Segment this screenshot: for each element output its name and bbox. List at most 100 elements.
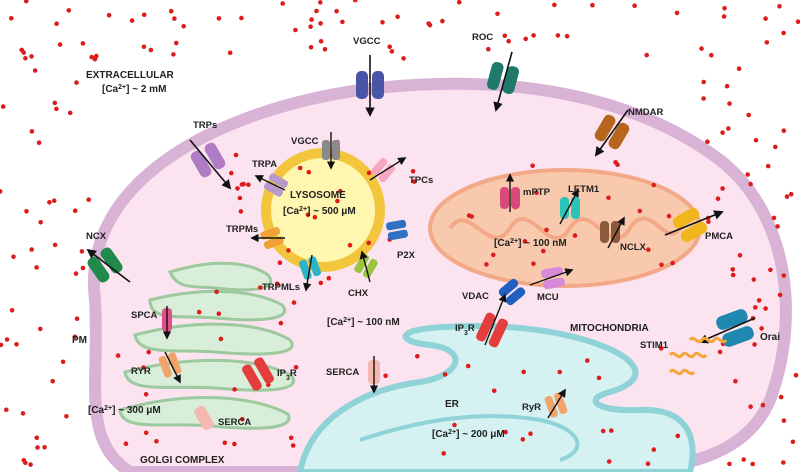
trpa-label: TRPA bbox=[252, 159, 277, 170]
er-lumen-fold bbox=[359, 414, 580, 462]
calcium-ion bbox=[66, 8, 72, 13]
vdac-channel bbox=[498, 278, 526, 306]
calcium-ion bbox=[239, 15, 244, 21]
calcium-ion bbox=[42, 445, 47, 450]
calcium-ion bbox=[670, 260, 675, 266]
calcium-ion bbox=[520, 437, 526, 442]
ryr-golgi-label: RYR bbox=[131, 366, 151, 377]
calcium-ion bbox=[701, 96, 706, 101]
ip3r-er-channel bbox=[476, 312, 508, 348]
calcium-ion bbox=[318, 39, 324, 44]
er-concentration: [Ca2+] ~ 200 μM bbox=[432, 429, 505, 441]
calcium-ion bbox=[74, 316, 80, 322]
calcium-ion bbox=[750, 461, 755, 467]
calcium-ion bbox=[765, 163, 771, 169]
er-label: ER bbox=[445, 399, 460, 410]
calcium-ion bbox=[491, 252, 496, 258]
calcium-ion bbox=[309, 17, 314, 22]
trpmls-arrow bbox=[302, 254, 313, 292]
calcium-ion bbox=[172, 16, 177, 21]
calcium-ion bbox=[395, 14, 400, 20]
calcium-ion bbox=[606, 195, 611, 201]
calcium-ion bbox=[352, 0, 358, 3]
calcium-ion bbox=[760, 402, 766, 408]
calcium-ion bbox=[293, 365, 299, 370]
calcium-ion bbox=[72, 208, 78, 213]
vgcc-pm-label: VGCC bbox=[353, 36, 381, 47]
ip3r-er-arrow bbox=[484, 293, 507, 346]
golgi-concentration: [Ca2+] ~ 300 μM bbox=[88, 405, 161, 417]
calcium-ion bbox=[387, 44, 393, 50]
vgcc-lysosome-channel bbox=[322, 140, 340, 160]
calcium-ion bbox=[80, 41, 86, 46]
calcium-ion bbox=[29, 54, 34, 59]
calcium-ion bbox=[585, 358, 590, 363]
calcium-ion bbox=[452, 422, 457, 428]
calcium-ion bbox=[318, 0, 323, 5]
calcium-ion bbox=[651, 182, 656, 188]
calcium-ion bbox=[389, 49, 395, 54]
calcium-ion bbox=[777, 292, 783, 298]
calcium-ion bbox=[773, 144, 778, 150]
calcium-ion bbox=[60, 359, 66, 365]
calcium-ion bbox=[596, 375, 602, 381]
calcium-ion bbox=[555, 33, 561, 38]
calcium-ion bbox=[427, 22, 433, 28]
calcium-ion bbox=[143, 430, 149, 436]
nmdar-label: NMDAR bbox=[628, 107, 663, 118]
golgi-label: GOLGI COMPLEX bbox=[140, 455, 225, 466]
calcium-ion bbox=[442, 372, 448, 377]
calcium-ion bbox=[606, 459, 612, 464]
calcium-ion bbox=[34, 265, 39, 270]
calcium-ion bbox=[334, 8, 339, 14]
calcium-ion bbox=[733, 378, 738, 384]
calcium-ion bbox=[34, 435, 40, 441]
calcium-ion bbox=[239, 182, 245, 187]
calcium-ion bbox=[486, 46, 491, 52]
calcium-ion bbox=[141, 44, 147, 50]
calcium-ion bbox=[54, 21, 59, 27]
calcium-ion bbox=[278, 320, 284, 326]
chx-arrow bbox=[359, 250, 371, 283]
calcium-ion bbox=[720, 130, 725, 135]
calcium-ion bbox=[216, 311, 222, 317]
trpmls-label: TRPMLs bbox=[262, 282, 300, 293]
calcium-ion bbox=[86, 197, 91, 202]
calcium-ion bbox=[557, 369, 562, 375]
calcium-ion bbox=[106, 12, 112, 18]
calcium-ion bbox=[288, 435, 294, 441]
calcium-ion bbox=[528, 431, 533, 437]
ryr-er-channel bbox=[544, 392, 568, 418]
mcu-arrow bbox=[529, 268, 574, 286]
calcium-ion bbox=[752, 342, 757, 347]
calcium-ion bbox=[141, 365, 146, 370]
calcium-ion bbox=[748, 404, 753, 410]
orai-arrow bbox=[698, 317, 756, 344]
calcium-ion bbox=[380, 20, 385, 25]
calcium-ion bbox=[666, 213, 672, 219]
calcium-ion bbox=[24, 209, 29, 214]
pmca-arrow bbox=[664, 210, 724, 236]
calcium-ion bbox=[308, 24, 313, 30]
calcium-ion bbox=[523, 36, 528, 42]
calcium-ion bbox=[456, 0, 462, 5]
calcium-ion bbox=[115, 353, 121, 358]
calcium-ion bbox=[659, 262, 664, 268]
calcium-ion bbox=[340, 19, 345, 25]
calcium-ion bbox=[644, 52, 649, 58]
calcium-ion bbox=[502, 33, 508, 39]
calcium-ion bbox=[9, 308, 15, 313]
calcium-ion bbox=[503, 429, 508, 435]
nmdar-arrow bbox=[594, 109, 629, 157]
ncx-arrow bbox=[86, 248, 131, 283]
calcium-ion bbox=[64, 414, 69, 419]
calcium-ion bbox=[495, 11, 500, 17]
mitochondria-concentration: [Ca2+] ~ 100 nM bbox=[494, 238, 567, 250]
calcium-ion bbox=[701, 79, 706, 85]
calcium-ion bbox=[322, 47, 328, 52]
calcium-ion bbox=[721, 14, 727, 19]
stim1-protein bbox=[668, 336, 728, 376]
calcium-ion bbox=[237, 195, 243, 201]
